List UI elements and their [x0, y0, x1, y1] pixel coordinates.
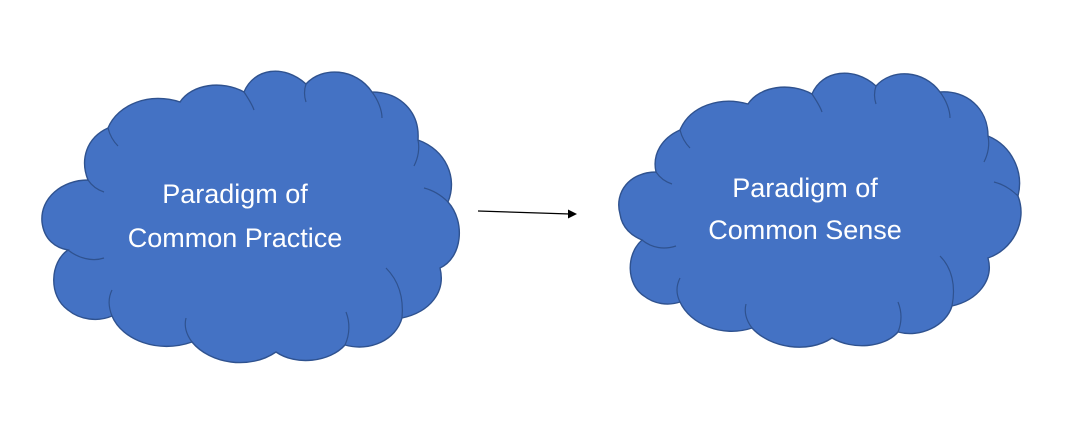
cloud-common-sense: Paradigm of Common Sense [618, 72, 1022, 348]
cloud-common-sense-fold [676, 277, 681, 303]
cloud-common-practice-label-line2: Common Practice [128, 223, 343, 253]
cloud-common-practice-fold [413, 139, 420, 167]
cloud-common-sense-fold [655, 171, 673, 185]
arrow-shaft [477, 210, 571, 215]
cloud-common-sense-fold [679, 129, 691, 149]
cloud-common-practice-fold [423, 187, 449, 203]
cloud-common-sense-fold [744, 303, 753, 329]
cloud-common-sense-fold [983, 135, 990, 163]
cloud-common-practice-fold [303, 83, 307, 103]
cloud-common-sense-label-line2: Common Sense [708, 215, 902, 245]
cloud-common-sense-label-line1: Paradigm of [732, 173, 878, 203]
cloud-common-sense-fold [873, 85, 877, 105]
cloud-common-sense-fold [993, 181, 1019, 197]
cloud-common-practice: Paradigm of Common Practice [41, 70, 460, 364]
cloud-common-practice-fold [243, 91, 255, 111]
cloud-common-practice-fold [371, 91, 383, 119]
arrow-head [568, 209, 577, 219]
cloud-common-practice-label-line1: Paradigm of [162, 179, 308, 209]
cloud-common-practice-fold [108, 289, 113, 317]
cloud-common-sense-fold [811, 93, 823, 113]
cloud-common-practice-fold [184, 317, 193, 343]
connector-arrow [477, 209, 577, 219]
cloud-common-sense-shape [618, 72, 1022, 348]
cloud-common-practice-fold [344, 311, 350, 346]
cloud-common-practice-fold [67, 249, 105, 261]
cloud-common-sense-fold [939, 255, 955, 307]
cloud-common-sense-fold [897, 301, 902, 333]
cloud-common-practice-fold [385, 267, 403, 319]
cloud-common-sense-fold [641, 239, 677, 249]
cloud-common-practice-shape [41, 70, 460, 364]
cloud-common-practice-fold [87, 179, 105, 193]
cloud-common-sense-fold [939, 91, 951, 119]
cloud-common-practice-fold [107, 127, 119, 147]
